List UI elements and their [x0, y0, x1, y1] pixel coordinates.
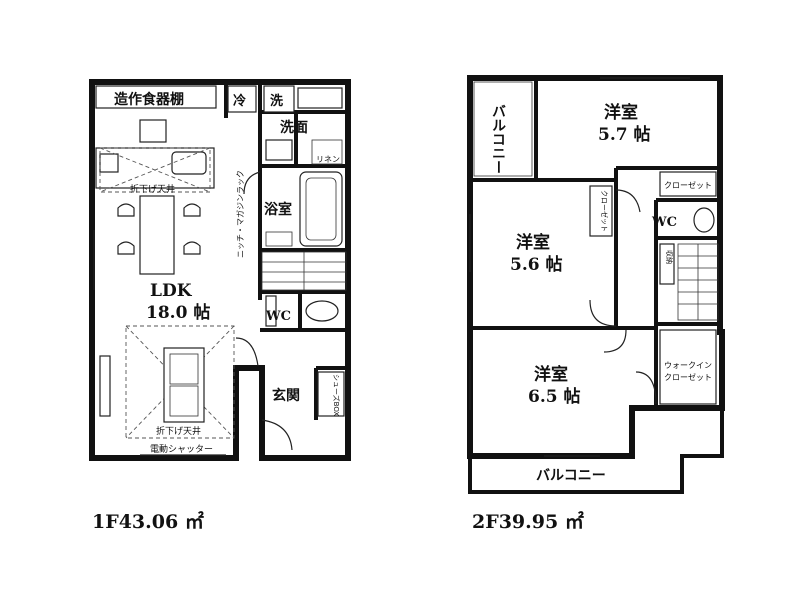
chair — [183, 241, 201, 255]
floor-1-plan: 造作食器棚 冷 洗 洗面 リネン 浴室 ニッチ・マガジンラック WC LDK 1… — [89, 79, 351, 533]
closet-a — [659, 171, 717, 197]
toilet-bowl — [305, 300, 339, 322]
tv-board — [99, 355, 111, 417]
closet-a-label: クローゼット — [664, 180, 712, 190]
washer-label: 洗 — [270, 93, 283, 109]
floor-2-plan: バルコニー 洋室 5.7 帖 クローゼット WC 洋室 5.6 帖 クローゼット… — [467, 75, 725, 533]
pantry-shelf — [95, 85, 217, 109]
room-b-name: 洋室 — [516, 232, 550, 253]
balcony-bottom-wall — [468, 408, 724, 494]
bathtub — [299, 171, 343, 247]
ldk-name-label: LDK — [150, 281, 193, 301]
balcony-bottom-label: バルコニー — [536, 468, 606, 484]
storage-box — [659, 243, 675, 285]
toilet-bowl-2f — [693, 207, 715, 233]
dropped-ceiling-living — [125, 325, 235, 439]
washer-box — [263, 85, 295, 113]
washroom-label: 洗面 — [280, 119, 308, 136]
wc-label-1f: WC — [265, 309, 291, 324]
chair — [117, 241, 135, 255]
bath-stool — [265, 231, 293, 247]
kitchen-ceiling-label: 折下げ天井 — [130, 183, 175, 195]
washroom-cabinet — [265, 139, 293, 161]
walk-in-closet — [659, 329, 717, 405]
linen-shelf — [311, 139, 343, 165]
kitchen-sink — [171, 151, 207, 175]
wc-label-2f: WC — [651, 215, 677, 230]
kitchen-island — [139, 119, 167, 143]
closet-b-label: クローゼット — [600, 190, 609, 232]
room-c-name: 洋室 — [534, 364, 568, 385]
stove — [99, 153, 119, 173]
shoe-box — [317, 371, 345, 417]
door-swing — [603, 329, 627, 353]
linen-label: リネン — [316, 155, 340, 164]
sofa — [163, 347, 205, 423]
shutter-label: 電動シャッター — [150, 444, 213, 455]
chair — [117, 203, 135, 217]
pantry-label: 造作食器棚 — [114, 91, 184, 108]
room-a-name: 洋室 — [604, 102, 638, 123]
floor-1-area: 1F43.06 ㎡ — [92, 510, 204, 533]
fridge-label: 冷 — [233, 93, 246, 109]
walkin-label-2: クローゼット — [664, 372, 712, 382]
floor-2-area: 2F39.95 ㎡ — [472, 510, 584, 533]
floor-1-outer-wall — [89, 79, 351, 461]
stairs-2f — [677, 243, 719, 321]
washroom-sink — [297, 87, 343, 109]
balcony-top-label: バルコニー — [490, 104, 506, 174]
chair — [183, 203, 201, 217]
door-swing — [615, 189, 641, 213]
storage-label: 収納 — [665, 250, 674, 264]
fridge-box — [227, 85, 257, 113]
room-b-size: 5.6 帖 — [510, 254, 563, 275]
bath-label: 浴室 — [264, 201, 292, 218]
door-swing — [243, 171, 261, 195]
niche-label: ニッチ・マガジンラック — [235, 170, 245, 258]
door-swing — [589, 299, 617, 327]
door-swing — [235, 337, 259, 367]
entrance-door-swing — [261, 419, 293, 451]
wc-tank — [265, 295, 277, 327]
ldk-size-label: 18.0 帖 — [146, 302, 210, 323]
balcony-top-area — [473, 81, 533, 177]
walkin-label: ウォークイン — [664, 361, 712, 370]
closet-b — [589, 185, 613, 237]
entrance-label: 玄関 — [272, 387, 300, 404]
shoe-storage-label: シューズBOX — [332, 374, 341, 416]
stairs-1f — [261, 251, 347, 291]
room-a-size: 5.7 帖 — [598, 124, 651, 145]
room-c-size: 6.5 帖 — [528, 386, 581, 407]
living-ceiling-label: 折下げ天井 — [156, 425, 201, 437]
dining-table — [139, 195, 175, 275]
door-swing — [635, 371, 657, 405]
bathtub-inner — [305, 177, 337, 241]
